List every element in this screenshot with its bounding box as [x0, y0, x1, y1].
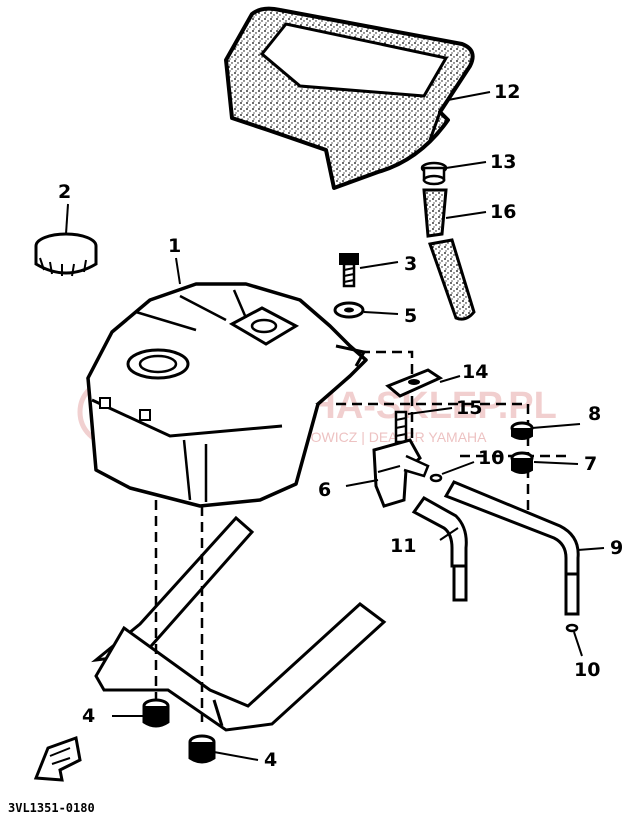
callout-16: 16 — [490, 201, 516, 223]
part-fuel-tank — [86, 282, 368, 508]
callout-2: 2 — [58, 181, 71, 203]
part-washer-small — [510, 421, 534, 440]
part-washer — [333, 301, 365, 319]
part-liner — [224, 6, 475, 190]
part-clip-upper — [429, 473, 443, 483]
callout-6: 6 — [318, 479, 331, 501]
part-drain-bolt — [510, 451, 534, 474]
part-bolt — [339, 253, 359, 288]
callout-10-upper: 10 — [478, 447, 504, 469]
part-clip-lower — [565, 623, 579, 633]
callout-13: 15 — [456, 397, 482, 419]
callout-5: 5 — [404, 305, 417, 327]
callout-10-lower: 10 — [574, 659, 600, 681]
callouts: 2 1 3 5 14 15 8 10 7 6 11 9 10 4 4 12 13… — [58, 81, 623, 771]
part-hose-9 — [443, 480, 580, 616]
callout-14: 12 — [494, 81, 520, 103]
part-hose-11 — [411, 496, 468, 602]
part-plate — [385, 368, 444, 398]
part-drain-hose — [422, 188, 476, 321]
callout-4-lower: 4 — [264, 749, 277, 771]
part-frame — [91, 515, 387, 732]
callout-11: 11 — [390, 535, 416, 557]
callout-3: 3 — [404, 253, 417, 275]
callout-15: 13 — [490, 151, 516, 173]
leader-lines — [65, 91, 605, 761]
callout-12: 14 — [462, 361, 488, 383]
part-mount-lower — [188, 734, 216, 764]
callout-9: 9 — [610, 537, 623, 559]
part-fuel-cock — [372, 438, 430, 508]
part-mount-upper — [142, 698, 170, 728]
callout-8: 8 — [588, 403, 601, 425]
callout-4-upper: 4 — [82, 705, 95, 727]
callout-7: 7 — [584, 453, 597, 475]
callout-1: 1 — [168, 235, 181, 257]
part-drain-grommet — [420, 161, 448, 186]
part-filler-cap — [34, 232, 98, 277]
diagram-code: 3VL1351-0180 — [8, 801, 95, 815]
front-arrow-icon — [33, 735, 82, 782]
part-screw — [394, 410, 408, 444]
